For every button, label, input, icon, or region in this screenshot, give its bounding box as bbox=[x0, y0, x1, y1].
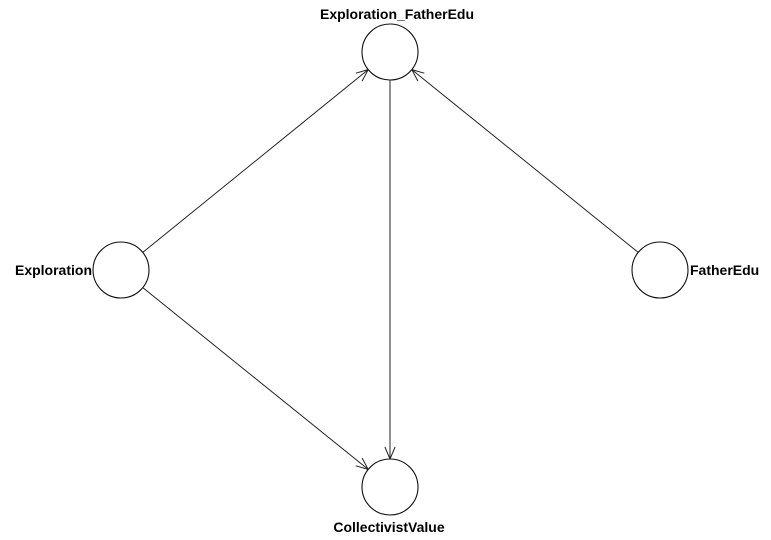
node-collectivistvalue bbox=[361, 458, 419, 516]
label-collectivistvalue: CollectivistValue bbox=[333, 519, 444, 535]
labels-layer: Exploration_FatherEdu Exploration Father… bbox=[15, 6, 759, 535]
edge-exploration-to-exploration-fatheredu bbox=[142, 69, 369, 253]
node-exploration-fatheredu bbox=[361, 23, 419, 81]
node-exploration bbox=[92, 241, 150, 299]
label-exploration-fatheredu: Exploration_FatherEdu bbox=[320, 6, 474, 22]
nodes-layer bbox=[92, 23, 689, 516]
label-fatheredu: FatherEdu bbox=[690, 262, 759, 278]
node-fatheredu bbox=[631, 241, 689, 299]
label-exploration: Exploration bbox=[15, 262, 92, 278]
edge-fatheredu-to-exploration-fatheredu bbox=[411, 69, 639, 253]
edge-exploration-to-collectivistvalue bbox=[142, 287, 369, 470]
edges-layer bbox=[142, 69, 639, 470]
